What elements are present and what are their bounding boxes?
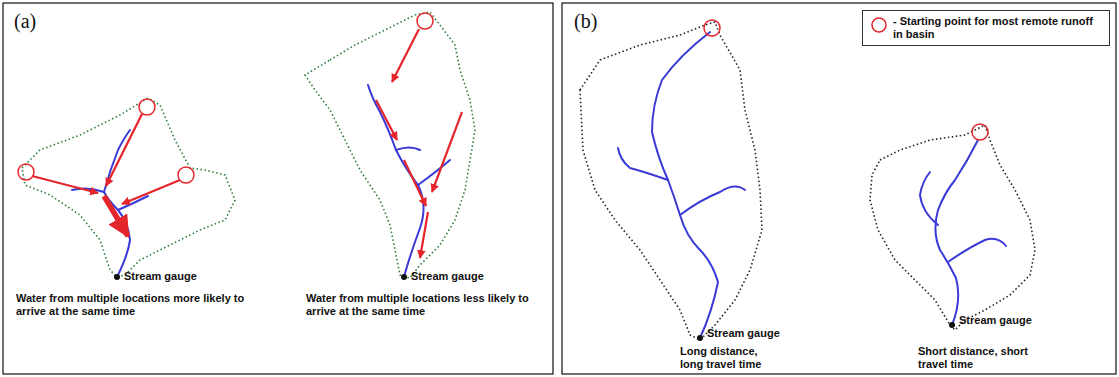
gauge-label: Stream gauge bbox=[959, 314, 1059, 327]
flow-arrow bbox=[32, 29, 462, 258]
caption-note: Water from multiple locations less likel… bbox=[306, 292, 546, 318]
flow-arrow bbox=[104, 196, 128, 236]
start-circle bbox=[18, 13, 988, 183]
gauge-label: Stream gauge bbox=[707, 327, 807, 340]
legend-text: - Starting point for most remote runoff … bbox=[893, 15, 1103, 41]
panel-letter: (a) bbox=[14, 10, 74, 32]
basin-outline bbox=[22, 12, 475, 278]
caption-note: Water from multiple locations more likel… bbox=[16, 292, 266, 318]
panel-frame bbox=[562, 3, 1116, 374]
legend-box: - Starting point for most remote runoff … bbox=[862, 10, 1110, 46]
gauge-label: Stream gauge bbox=[124, 270, 234, 283]
panel-letter: (b) bbox=[574, 10, 634, 32]
legend-swatch bbox=[869, 15, 889, 35]
panel-frame bbox=[3, 3, 553, 374]
gauge-label: Stream gauge bbox=[411, 270, 521, 283]
caption-note: Long distance, long travel time bbox=[680, 345, 780, 371]
basin-outline bbox=[580, 22, 1035, 340]
gauge-dot bbox=[114, 274, 955, 341]
caption-note: Short distance, short travel time bbox=[918, 345, 1036, 371]
